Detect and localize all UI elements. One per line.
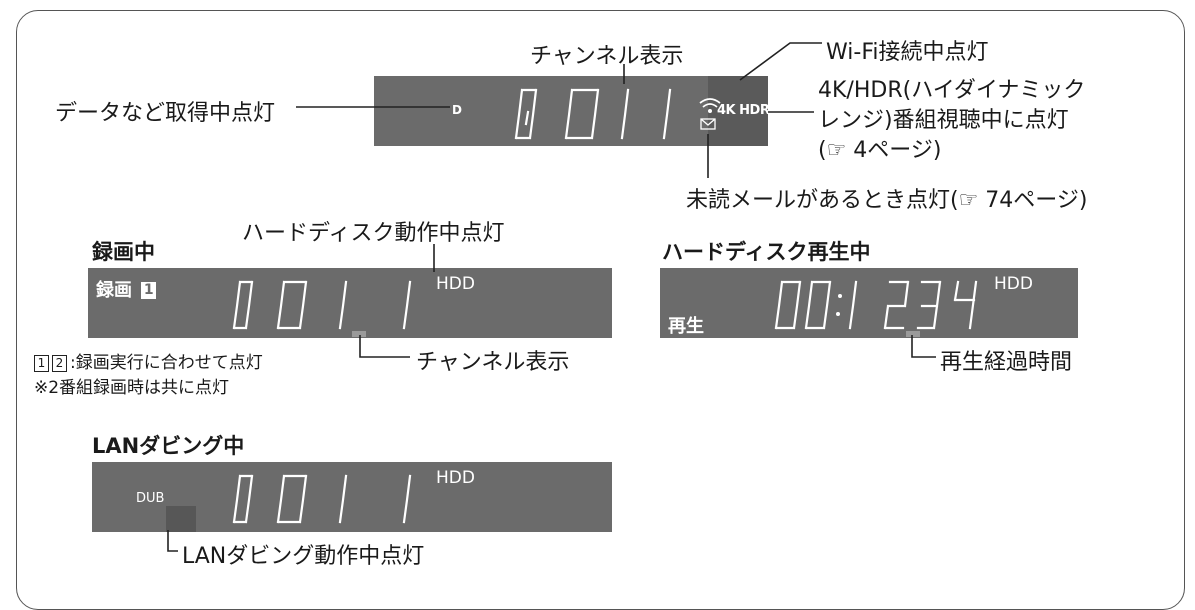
hdd-badge-playback: HDD xyxy=(994,274,1033,294)
playback-indicator: 再生 xyxy=(668,316,704,337)
recording-indicator: 録画 1 xyxy=(96,276,157,302)
data-acquire-label: データなど取得中点灯 xyxy=(55,101,276,126)
hdr-label-line1: 4K/HDR(ハイダイナミック xyxy=(818,78,1086,103)
recording-indicator-text: 録画 xyxy=(96,280,132,301)
channel-display-label: チャンネル表示 xyxy=(530,44,684,69)
dub-badge: DUB xyxy=(136,491,165,506)
hdd-badge-dubbing: HDD xyxy=(436,468,475,488)
recording-heading: 録画中 xyxy=(92,240,155,264)
note-box-1: 1 xyxy=(34,354,49,372)
elapsed-time-label: 再生経過時間 xyxy=(940,350,1073,375)
mail-label: 未読メールがあるとき点灯(☞ 74ページ) xyxy=(686,188,1088,213)
recording-note-text: :録画実行に合わせて点灯 xyxy=(70,353,263,373)
hdd-activity-label: ハードディスク動作中点灯 xyxy=(242,221,505,246)
note-box-2: 2 xyxy=(52,354,67,372)
lan-dubbing-label: LANダビング動作中点灯 xyxy=(182,544,425,569)
front-display-panel-playback xyxy=(660,268,1078,338)
dub-indicator-area xyxy=(166,506,196,532)
hdr-indicator-area xyxy=(708,76,768,146)
recording-indicator-num: 1 xyxy=(141,282,157,299)
lan-dubbing-heading: LANダビング中 xyxy=(92,434,245,458)
recording-channel-label: チャンネル表示 xyxy=(416,350,570,375)
hdd-badge-recording: HDD xyxy=(436,274,475,294)
recording-note-line2: ※2番組録画時は共に点灯 xyxy=(34,378,230,398)
hdr-label-line3: (☞ 4ページ) xyxy=(818,138,942,163)
wifi-label: Wi-Fi接続中点灯 xyxy=(826,40,989,65)
playback-heading: ハードディスク再生中 xyxy=(662,240,871,264)
hdr-label-line2: レンジ)番組視聴中に点灯 xyxy=(818,108,1069,133)
data-indicator: D xyxy=(452,103,462,117)
front-display-panel-recording xyxy=(88,268,612,338)
hdr-badge: 4K HDR xyxy=(717,103,770,118)
